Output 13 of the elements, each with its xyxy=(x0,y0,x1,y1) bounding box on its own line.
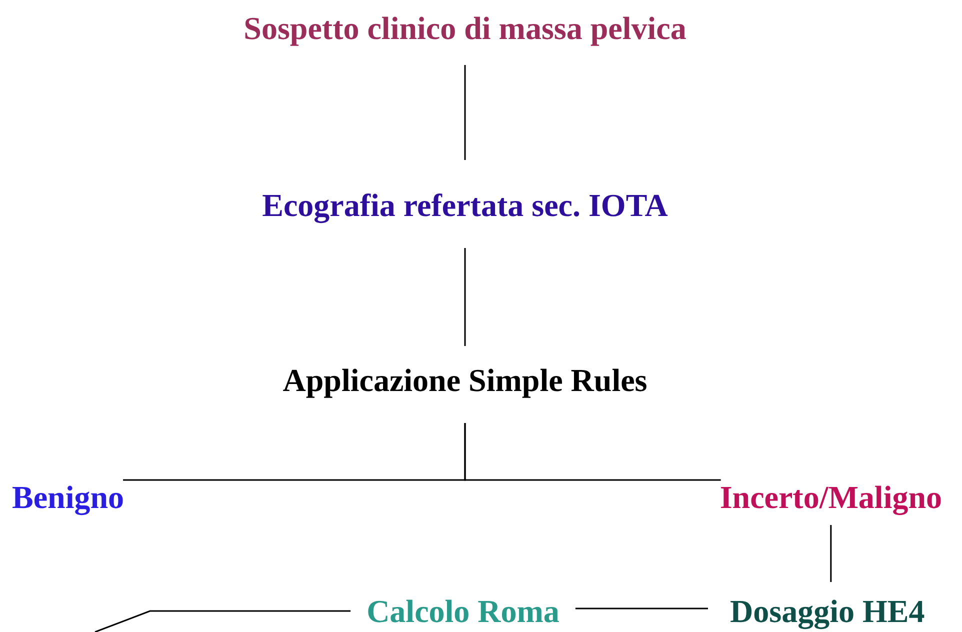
connector-line xyxy=(464,423,721,481)
node-label: Applicazione Simple Rules xyxy=(282,361,648,399)
node-label: Calcolo Roma xyxy=(366,592,560,630)
node-label: Sospetto clinico di massa pelvica xyxy=(244,9,686,47)
connector-line xyxy=(464,65,466,160)
connector-line xyxy=(830,525,832,582)
node-label: Incerto/Maligno xyxy=(720,478,942,516)
node-label: Benigno xyxy=(12,478,124,516)
connector-line xyxy=(464,248,466,346)
connector-line xyxy=(94,610,351,632)
node-label: Dosaggio HE4 xyxy=(730,592,926,630)
connector-line xyxy=(575,608,708,610)
node-label: Ecografia refertata sec. IOTA xyxy=(262,186,668,224)
